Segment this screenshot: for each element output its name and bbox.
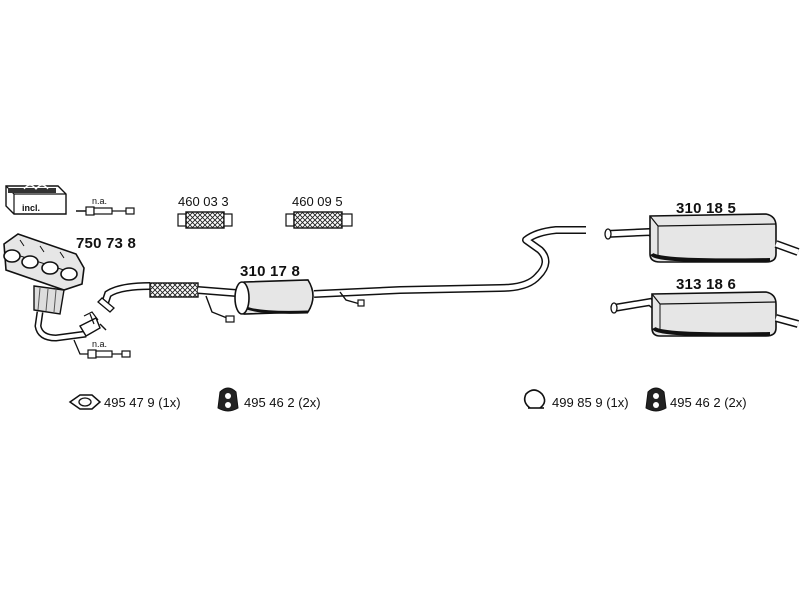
sensor-upper-label: n.a.	[92, 196, 108, 206]
fitting-label-4: 495 46 2 (2x)	[670, 395, 747, 410]
exhaust-manifold	[3, 233, 107, 342]
fitting-label-2: 495 46 2 (2x)	[244, 395, 321, 410]
rubber-hanger-icon	[217, 387, 239, 412]
part-number-manifold: 750 73 8	[76, 235, 136, 252]
rubber-hanger-icon	[645, 387, 667, 412]
included-kit-box-icon	[5, 184, 67, 215]
part-number-flex-b: 460 09 5	[292, 194, 343, 209]
fitting-label-3: 499 85 9 (1x)	[552, 395, 629, 410]
clamp-ring-icon	[523, 389, 546, 409]
flex-pipe-460-09-5	[285, 211, 353, 229]
fitting-label-1: 495 47 9 (1x)	[104, 395, 181, 410]
sensor-lower-label: n.a.	[92, 339, 108, 349]
gasket-ring-icon	[68, 394, 102, 410]
part-number-rear-muffler-b: 313 18 6	[676, 276, 736, 293]
front-pipe-310-17-8	[97, 226, 586, 323]
part-number-front-pipe: 310 17 8	[240, 263, 300, 280]
part-number-rear-muffler-a: 310 18 5	[676, 200, 736, 217]
rear-muffler-310-18-5	[604, 213, 800, 263]
part-number-flex-a: 460 03 3	[178, 194, 229, 209]
rear-muffler-313-18-6	[610, 291, 800, 337]
lambda-sensor-upper-icon	[76, 206, 135, 216]
included-kit-badge: incl.	[22, 203, 41, 213]
flex-pipe-460-03-3	[177, 211, 233, 229]
lambda-sensor-lower-icon	[73, 339, 131, 359]
